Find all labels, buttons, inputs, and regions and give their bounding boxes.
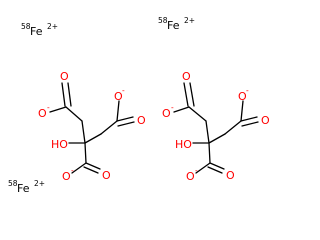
citrate-anion-left: O O - O - O HO O - O [38,70,146,183]
iron-symbol: Fe [17,182,30,195]
bond [209,162,225,170]
bond [65,106,83,122]
iron-mass-number: 58 [21,22,31,31]
bond [205,120,210,144]
oxygen-atom: O [226,169,235,182]
negative-charge: - [195,166,198,175]
negative-charge: - [171,103,174,112]
bond [84,133,102,144]
bond [208,133,226,144]
iron-symbol: Fe [167,19,180,32]
oxygen-atom: O [162,107,171,120]
bond [49,106,67,113]
iron-symbol: Fe [30,25,43,38]
oxygen-atom: O [261,114,270,127]
iron-ion-top-right: 58 Fe 2+ [158,16,195,32]
bond [173,106,190,113]
iron-ion-bottom-left: 58 Fe 2+ [8,179,45,195]
bond [207,166,223,174]
negative-charge: - [122,86,125,95]
molecule-drawing: 58 Fe 2+ 58 Fe 2+ 58 Fe 2+ O O - O - [8,16,270,195]
oxygen-atom: O [182,70,191,83]
oxygen-atom: O [137,114,146,127]
citrate-anion-right: O O - O - O HO O - O [162,70,270,183]
oxygen-atom: O [238,90,247,103]
bond [85,162,101,170]
iron-ion-top-left: 58 Fe 2+ [21,22,58,38]
oxygen-atom: O [186,170,195,183]
bond [71,162,87,174]
bond [84,142,87,164]
iron-charge: 2+ [47,22,58,31]
bond [208,142,211,164]
oxygen-atom: O [114,90,123,103]
bond [195,162,211,174]
bond [241,121,259,127]
bond [61,82,66,107]
bond [183,82,189,107]
negative-charge: - [47,103,50,112]
bond [67,82,72,107]
bond [188,106,207,122]
bond [100,120,118,135]
oxygen-atom: O [62,170,71,183]
iron-mass-number: 58 [158,16,168,25]
iron-mass-number: 58 [8,179,18,188]
bond [83,166,99,174]
oxygen-atom: O [102,169,111,182]
bond [189,82,195,107]
structure-canvas: 58 Fe 2+ 58 Fe 2+ 58 Fe 2+ O O - O - [8,16,270,195]
iron-charge: 2+ [184,16,195,25]
bond [240,116,258,122]
hydroxyl-group: HO [51,138,68,151]
bond [224,120,242,135]
oxygen-atom: O [60,70,69,83]
hydroxyl-group: HO [175,138,192,151]
bond [116,116,134,122]
bond [81,120,86,144]
negative-charge: - [71,166,74,175]
oxygen-atom: O [38,107,47,120]
negative-charge: - [246,86,249,95]
bond [117,121,135,127]
bond [240,100,244,122]
iron-charge: 2+ [34,179,45,188]
bond [116,100,120,122]
